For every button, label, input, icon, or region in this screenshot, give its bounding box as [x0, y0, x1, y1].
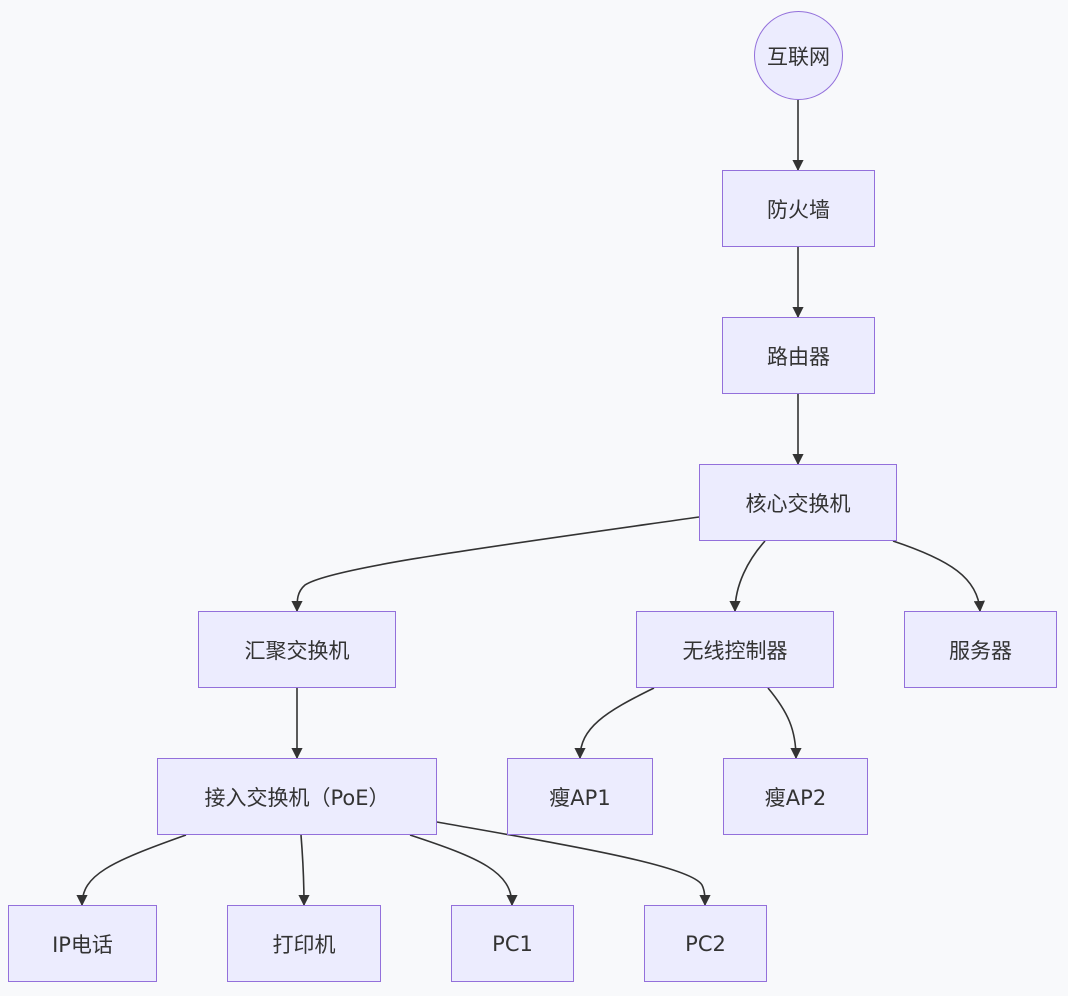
edge-access-switch-pc1: [409, 834, 518, 907]
node-wireless-controller: 无线控制器: [636, 611, 834, 688]
node-access-switch: 接入交换机（PoE）: [157, 758, 437, 835]
edge-wireless-controller-thin-ap2: [767, 687, 802, 760]
node-aggregation-switch: 汇聚交换机: [198, 611, 396, 688]
node-ip-phone: IP电话: [8, 905, 157, 982]
node-internet: 互联网: [754, 11, 843, 100]
node-core-switch: 核心交换机: [699, 464, 897, 541]
edge-access-switch-printer: [298, 834, 310, 907]
edge-access-switch-ip-phone: [76, 834, 187, 907]
node-firewall: 防火墙: [722, 170, 875, 247]
node-pc1: PC1: [451, 905, 574, 982]
node-server: 服务器: [904, 611, 1057, 688]
node-printer: 打印机: [227, 905, 381, 982]
node-router: 路由器: [722, 317, 875, 394]
edge-wireless-controller-thin-ap1: [574, 687, 655, 760]
node-thin-ap1: 瘦AP1: [507, 758, 653, 835]
edge-core-switch-wireless-controller: [729, 540, 766, 613]
node-pc2: PC2: [644, 905, 767, 982]
edge-access-switch-pc2: [436, 821, 711, 907]
edge-core-switch-server: [892, 540, 985, 613]
node-thin-ap2: 瘦AP2: [723, 758, 868, 835]
edge-core-switch-aggregation-switch: [291, 516, 700, 613]
